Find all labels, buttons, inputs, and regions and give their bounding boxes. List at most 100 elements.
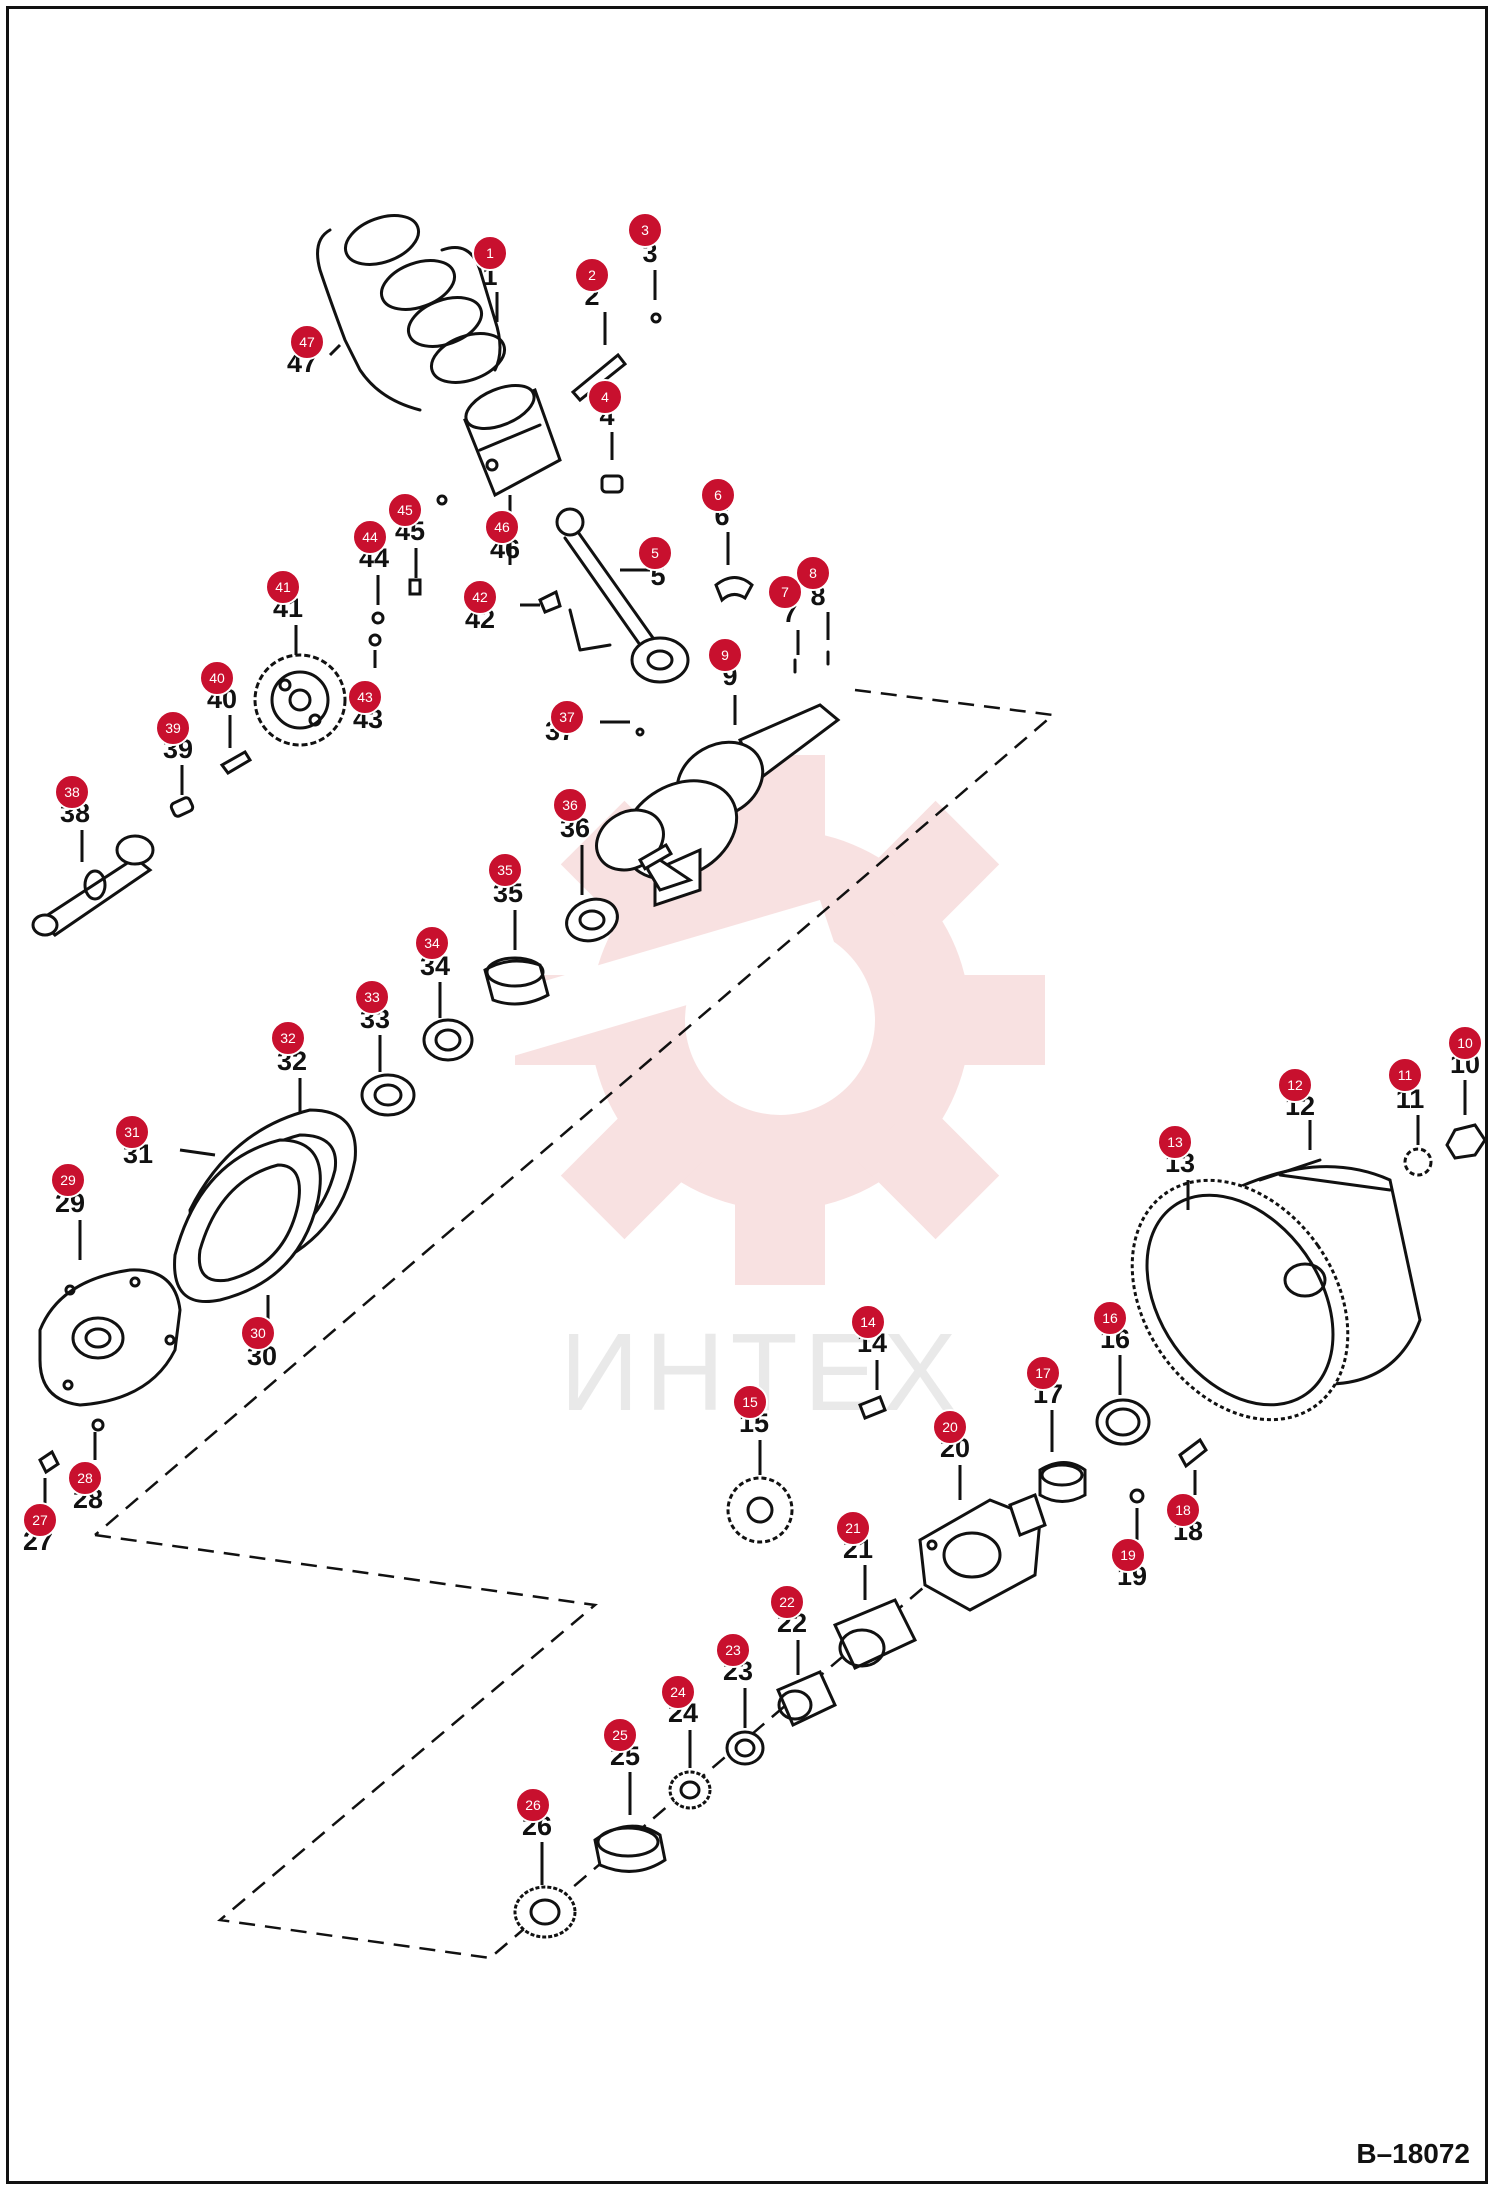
callout-badge[interactable] <box>515 1787 551 1823</box>
bearing-cup <box>483 956 550 1006</box>
callout-badge-label: 37 <box>559 709 575 725</box>
callout-badge[interactable] <box>54 774 90 810</box>
callout-badge[interactable] <box>487 852 523 888</box>
callout-badge[interactable] <box>574 257 610 293</box>
callout-badge-label: 35 <box>497 862 513 878</box>
output-bearing-cup <box>593 1824 667 1873</box>
callout-badge[interactable] <box>769 1584 805 1620</box>
callout-badge[interactable] <box>270 1020 306 1056</box>
crankshaft <box>595 703 841 908</box>
callout-badge[interactable] <box>637 535 673 571</box>
washer-44 <box>371 611 385 625</box>
spacer <box>360 1073 416 1117</box>
crankcase-plate <box>173 1138 322 1303</box>
callout-badge[interactable] <box>387 492 423 528</box>
callout-badge[interactable] <box>414 925 450 961</box>
callout-badge[interactable] <box>715 1632 751 1668</box>
cover-bolt <box>38 1449 60 1475</box>
callout-badge-label: 18 <box>1175 1502 1191 1518</box>
callout-4: 44 <box>587 379 623 460</box>
callout-badge[interactable] <box>1110 1537 1146 1573</box>
piston-rings <box>316 214 506 412</box>
nut <box>1445 1123 1487 1160</box>
callout-badge[interactable] <box>462 579 498 615</box>
callout-badge[interactable] <box>795 555 831 591</box>
callout-badge[interactable] <box>22 1502 58 1538</box>
callout-badge[interactable] <box>1277 1067 1313 1103</box>
callout-badge-label: 41 <box>275 579 291 595</box>
callout-badge[interactable] <box>1387 1057 1423 1093</box>
callout-badge[interactable] <box>354 979 390 1015</box>
callout-badge-label: 44 <box>362 529 378 545</box>
thrust-washer <box>725 1730 765 1766</box>
dowel-pin <box>219 749 253 775</box>
callout-badge-label: 14 <box>860 1314 876 1330</box>
callout-badge[interactable] <box>835 1510 871 1546</box>
callout-badge[interactable] <box>1092 1300 1128 1336</box>
callout-badge[interactable] <box>932 1409 968 1445</box>
callout-badge-label: 29 <box>60 1172 76 1188</box>
callout-badge-label: 4 <box>601 389 609 405</box>
callout-1: 11 <box>472 235 508 322</box>
callout-badge-label: 16 <box>1102 1310 1118 1326</box>
callout-badge-label: 5 <box>651 545 659 561</box>
callout-badge[interactable] <box>1165 1492 1201 1528</box>
callout-badge[interactable] <box>627 212 663 248</box>
callout-badge[interactable] <box>552 787 588 823</box>
callout-badge-label: 3 <box>641 222 649 238</box>
callout-badge[interactable] <box>707 637 743 673</box>
callout-badge[interactable] <box>155 710 191 746</box>
callout-badge[interactable] <box>602 1717 638 1753</box>
callout-3: 33 <box>627 212 663 300</box>
callout-badge[interactable] <box>767 574 803 610</box>
leader-line <box>179 1148 216 1157</box>
callout-badge[interactable] <box>472 235 508 271</box>
drawing-frame <box>6 6 1488 2184</box>
callout-badge[interactable] <box>587 379 623 415</box>
callout-badge[interactable] <box>289 324 325 360</box>
callout-badge[interactable] <box>700 477 736 513</box>
callout-badge-label: 46 <box>494 519 510 535</box>
callout-badge[interactable] <box>549 699 585 735</box>
callout-badge[interactable] <box>114 1114 150 1150</box>
callout-badge-label: 38 <box>64 784 80 800</box>
callout-badge[interactable] <box>484 509 520 545</box>
callout-badge[interactable] <box>347 679 383 715</box>
callout-badge[interactable] <box>1025 1355 1061 1391</box>
callout-7: 77 <box>767 574 803 655</box>
callout-badge[interactable] <box>1157 1124 1193 1160</box>
housing-bolt <box>1178 1437 1208 1469</box>
callout-badge[interactable] <box>850 1304 886 1340</box>
callout-badge-label: 1 <box>486 245 494 261</box>
callout-badge[interactable] <box>660 1674 696 1710</box>
leader-line <box>328 343 342 357</box>
housing-washer <box>1129 1488 1145 1504</box>
callout-badge-label: 19 <box>1120 1547 1136 1563</box>
callout-badge[interactable] <box>240 1315 276 1351</box>
crank-woodruff-key <box>635 727 645 737</box>
callout-badge[interactable] <box>265 569 301 605</box>
callout-badge-label: 23 <box>725 1642 741 1658</box>
callout-badge[interactable] <box>732 1384 768 1420</box>
flywheel-drum <box>1130 1158 1422 1422</box>
callout-badge[interactable] <box>199 660 235 696</box>
callout-badge[interactable] <box>67 1460 103 1496</box>
callout-badge[interactable] <box>352 519 388 555</box>
callout-badge-label: 25 <box>612 1727 628 1743</box>
callout-badge[interactable] <box>50 1162 86 1198</box>
callout-badge[interactable] <box>1447 1025 1483 1061</box>
